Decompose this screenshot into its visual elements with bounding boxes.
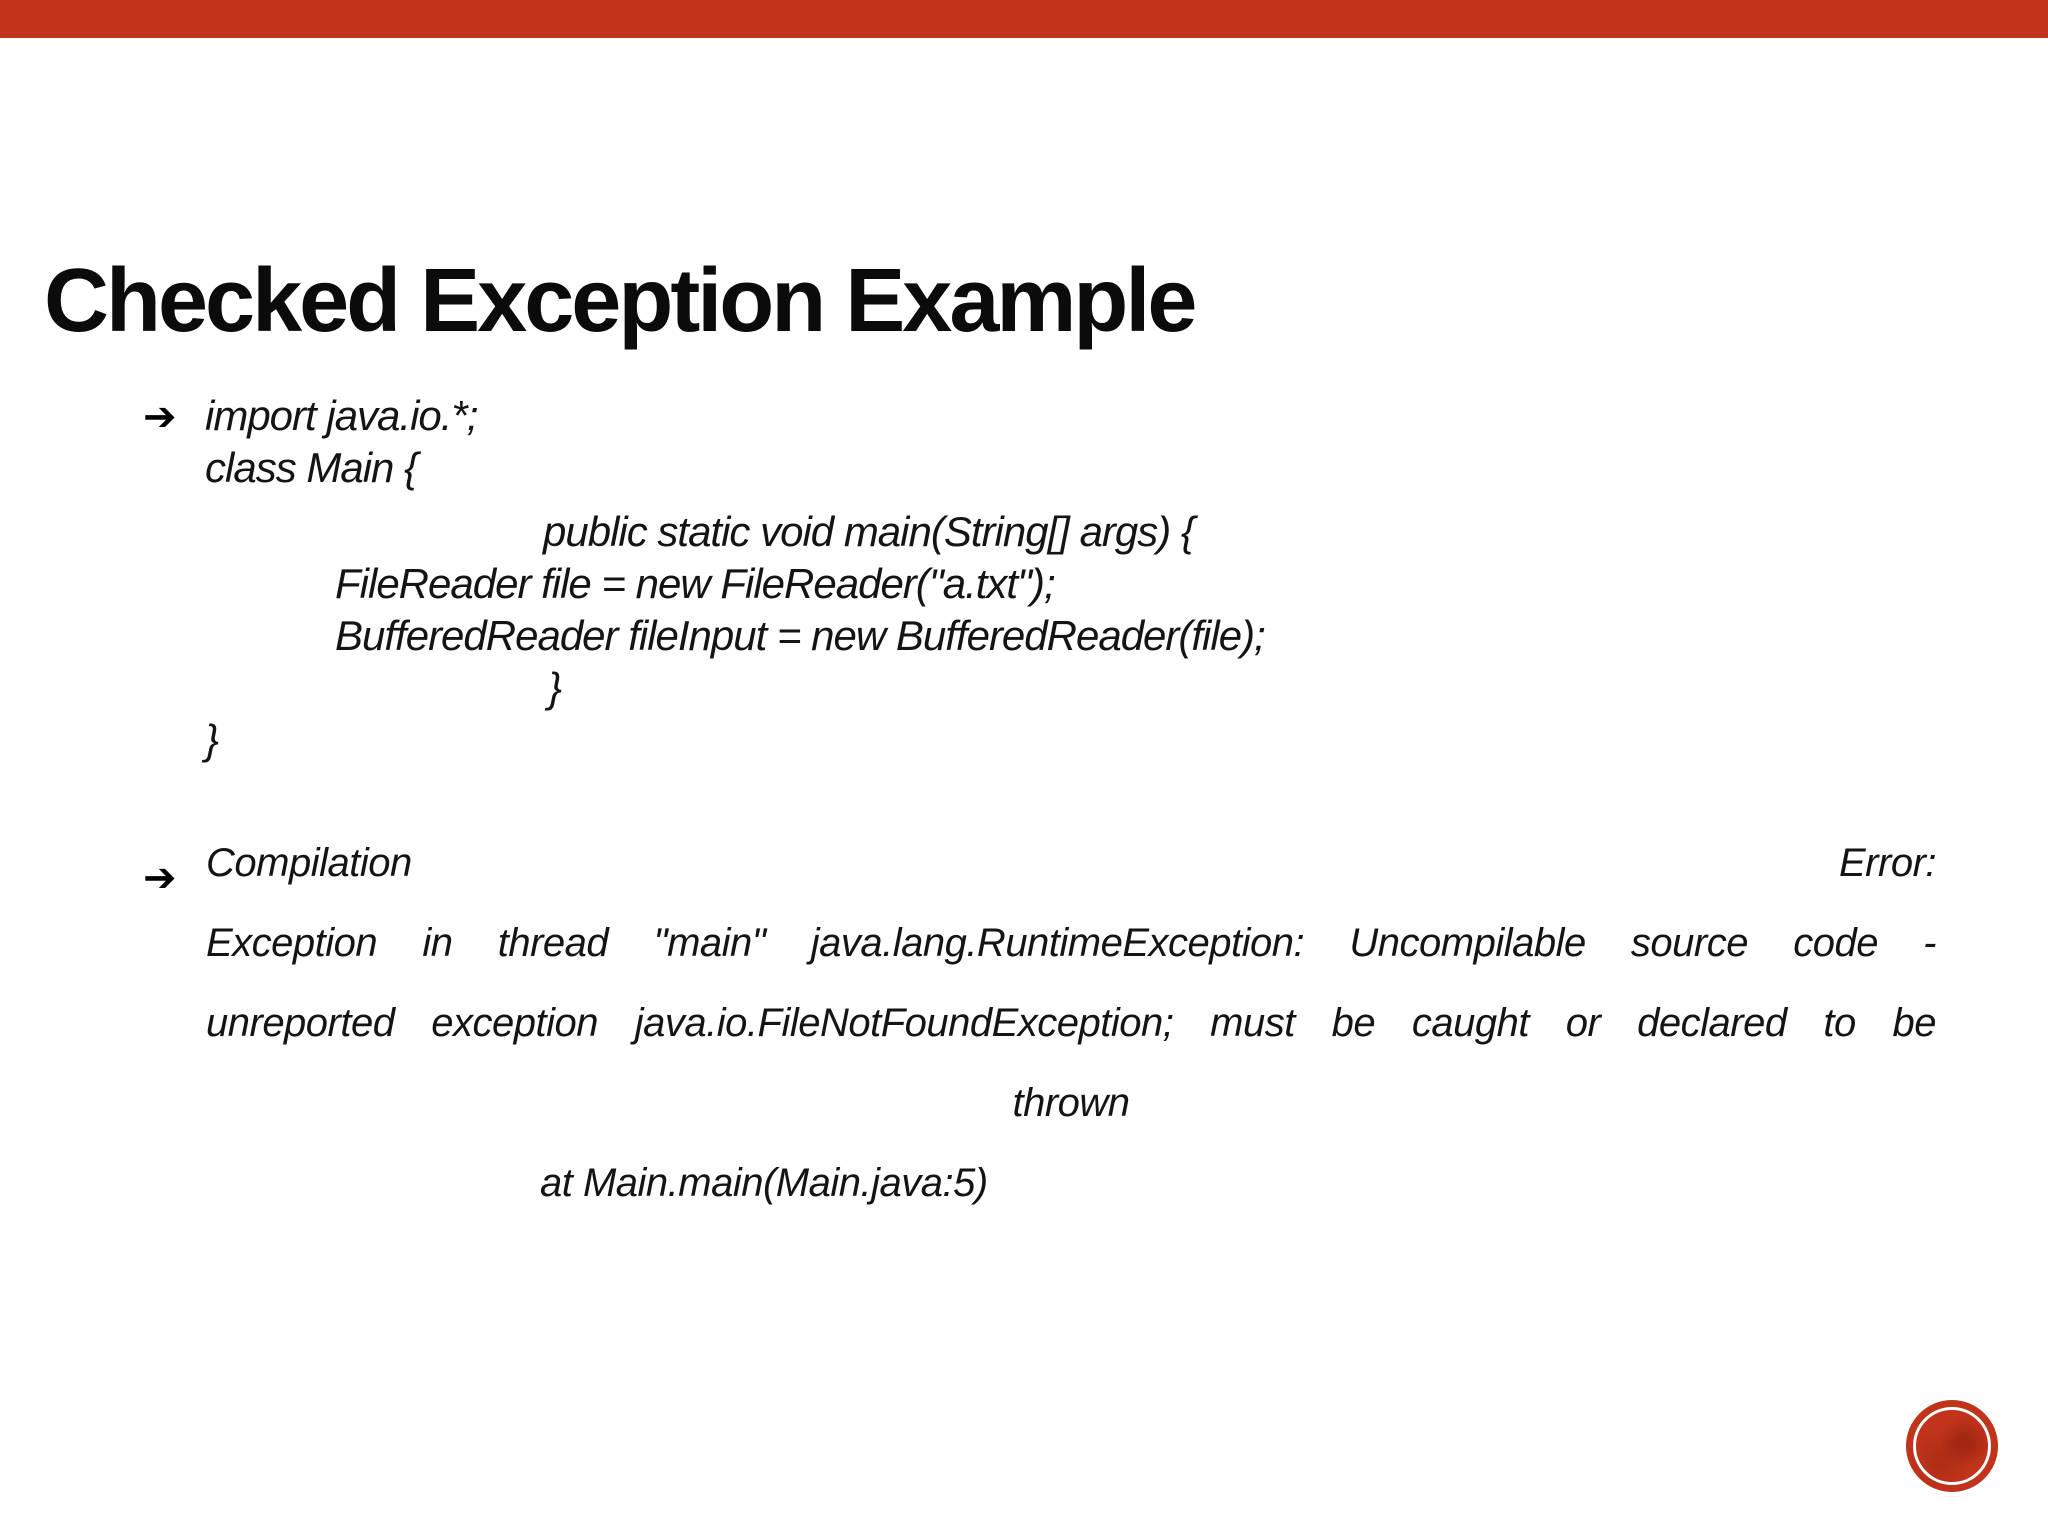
code-gap	[205, 494, 1265, 506]
code-line-filereader: FileReader file = new FileReader("a.txt"…	[335, 560, 1056, 607]
error-line-stacktrace: at Main.main(Main.java:5)	[540, 1161, 988, 1205]
error-word-compilation: Compilation	[206, 841, 412, 885]
code-line-main-method: public static void main(String[] args) {	[543, 508, 1195, 555]
error-line-unreported: unreported exception java.io.FileNotFoun…	[206, 1001, 1937, 1045]
error-line-thrown: thrown	[1012, 1081, 1130, 1125]
bullet-arrow-icon: ➔	[143, 395, 177, 439]
error-line-exception: Exception in thread "main" java.lang.Run…	[206, 921, 1937, 965]
slide-title: Checked Exception Example	[44, 251, 1197, 352]
code-line-import: import java.io.*;	[205, 392, 478, 439]
code-line-class: class Main {	[205, 444, 418, 491]
code-snippet-block: import java.io.*; class Main { public st…	[205, 390, 1266, 766]
error-line-compilation: Compilation Error:	[206, 836, 1937, 916]
bullet-arrow-icon: ➔	[143, 856, 177, 900]
code-line-bufferedreader: BufferedReader fileInput = new BufferedR…	[335, 612, 1266, 659]
stamp-badge-icon	[1906, 1400, 1998, 1492]
code-line-outer-brace: }	[205, 716, 219, 763]
error-word-error: Error:	[1839, 841, 1937, 885]
top-accent-bar	[0, 0, 2048, 38]
stamp-badge-ring	[1913, 1407, 1991, 1485]
code-line-inner-brace: }	[548, 664, 562, 711]
compilation-error-paragraph: Compilation Error: Exception in thread "…	[206, 836, 1937, 1236]
